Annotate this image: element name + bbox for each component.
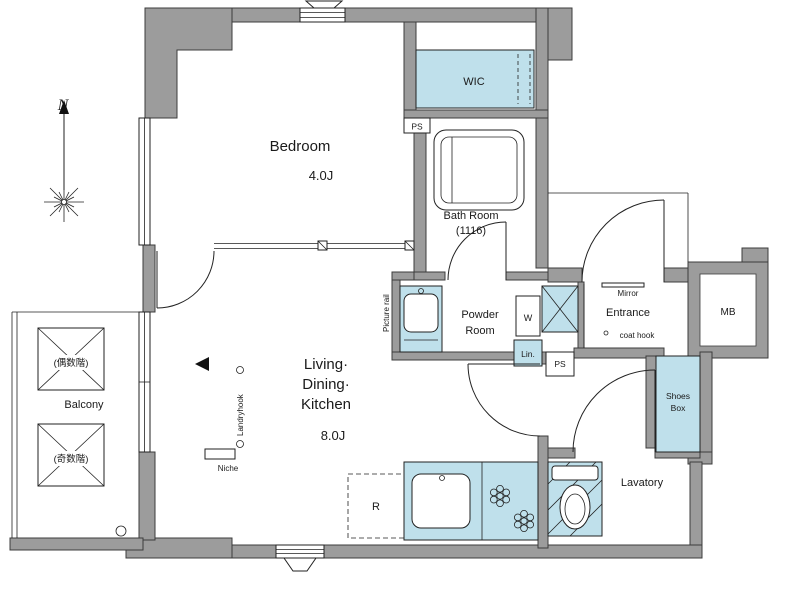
- lavatory-door: [572, 369, 656, 453]
- wall-right-shoes: [699, 351, 713, 463]
- niche-label: Niche: [218, 464, 239, 473]
- laundry-hook-icon: [236, 366, 244, 448]
- ldk-label-line3: Kitchen: [301, 396, 351, 413]
- powder-sink-icon: [403, 288, 439, 341]
- wall-lavatory-right: [689, 461, 703, 555]
- stove-burner-icon: [489, 484, 511, 508]
- doors-layer: [156, 199, 665, 453]
- coat-hook-icon: [603, 330, 609, 336]
- shoes-box-label-line2: Box: [671, 403, 686, 413]
- bedroom-label: Bedroom: [270, 138, 331, 155]
- stove-burner-icon: [513, 509, 534, 532]
- top-vent: [304, 0, 344, 9]
- wall-ldk-lavatory: [537, 435, 549, 549]
- lavatory-label: Lavatory: [621, 477, 664, 489]
- direction-marker-icon: [195, 357, 209, 371]
- wall-bedroom-bath: [413, 117, 427, 273]
- toilet-icon: [551, 465, 599, 530]
- mirror-label: Mirror: [618, 289, 639, 298]
- wall-mb-step: [741, 247, 769, 263]
- bedroom-door: [156, 250, 215, 309]
- ldk-size-label: 8.0J: [321, 428, 346, 443]
- wall-entrance-top-left: [547, 267, 583, 283]
- ldk-label-line1: Living·: [304, 356, 348, 373]
- niche-box: [204, 448, 236, 460]
- kitchen-sink-icon: [411, 473, 471, 529]
- wall-left-pier-lower: [138, 451, 156, 541]
- ps-lower-label: PS: [554, 359, 566, 369]
- compass-icon: N: [44, 97, 84, 222]
- hallway-door: [467, 363, 541, 437]
- wall-lavatory-top-left: [547, 447, 576, 459]
- bath-label: Bath Room: [443, 210, 498, 222]
- washer-label: W: [524, 313, 533, 323]
- entrance-label: Entrance: [606, 307, 650, 319]
- ac-unit-space-odd: (奇数階): [37, 423, 105, 487]
- shoes-box-cabinet: [655, 355, 701, 453]
- mb-label: MB: [721, 307, 736, 318]
- boxes-layer: [204, 117, 645, 539]
- ps-lower-box: [545, 351, 575, 377]
- washer-door-box: [515, 295, 541, 337]
- ps-upper-box: [403, 117, 431, 134]
- even-floor-label: (偶数階): [54, 357, 89, 369]
- corridor-lines: [548, 192, 689, 262]
- wall-powder-left: [391, 279, 401, 361]
- bottom-window: [275, 544, 325, 559]
- wall-right-upper: [535, 7, 549, 269]
- linen-cabinet: [513, 339, 543, 367]
- bedroom-size-label: 4.0J: [309, 168, 334, 183]
- wall-top-b: [344, 7, 537, 23]
- laundry-hook-label: Landryhook: [236, 393, 245, 436]
- ac-unit-space-even: (偶数階): [37, 327, 105, 391]
- mb-interior: [699, 273, 757, 347]
- balcony-label: Balcony: [64, 399, 104, 411]
- wall-wic-bottom: [403, 109, 549, 119]
- wall-bath-bottom-right: [505, 271, 549, 281]
- wall-bedroom-wic: [403, 21, 417, 115]
- top-window: [299, 7, 346, 23]
- powder-label-line2: Room: [465, 325, 494, 337]
- walls-layer: [9, 7, 769, 559]
- powder-label-line1: Powder: [461, 309, 499, 321]
- ps-upper-label: PS: [411, 122, 423, 132]
- wall-bath-bottom-left: [413, 271, 446, 281]
- refrigerator-space: [347, 473, 405, 539]
- wic-floor: [415, 49, 535, 109]
- wall-powder-bottom: [391, 351, 519, 361]
- bedroom-ldk-partition: [214, 240, 415, 251]
- wic-label: WIC: [463, 76, 484, 88]
- labels-layer: Bedroom 4.0J Living· Dining· Kitchen 8.0…: [218, 76, 736, 513]
- windows-layer: [138, 0, 346, 572]
- balcony-layer: (偶数階) (奇数階) Balcony: [11, 311, 139, 538]
- wall-left-pier-mid: [142, 244, 156, 313]
- wall-bottom-b: [323, 544, 703, 559]
- balcony-drain-icon: [115, 525, 127, 537]
- refrigerator-label: R: [372, 501, 380, 513]
- bath-size-label: (1116): [456, 225, 486, 237]
- odd-floor-label: (奇数階): [54, 453, 89, 465]
- front-door: [581, 199, 665, 283]
- ldk-label-line2: Dining·: [302, 376, 350, 393]
- wall-top-a: [231, 7, 301, 23]
- wall-bottom-a: [229, 544, 277, 559]
- shoes-box-label-line1: Shoes: [666, 391, 690, 401]
- mirror-strip: [601, 282, 645, 288]
- wall-powder-top: [391, 271, 415, 281]
- picture-rail-label: Picture rail: [382, 294, 391, 332]
- coat-hook-label: coat hook: [620, 331, 656, 340]
- bathtub-icon: [433, 129, 525, 211]
- bathroom-door: [447, 221, 507, 281]
- wall-entrance-left: [577, 281, 585, 349]
- linen-label: Lin.: [521, 349, 535, 359]
- bottom-vent: [283, 557, 317, 572]
- wall-balcony-bottom: [9, 537, 144, 551]
